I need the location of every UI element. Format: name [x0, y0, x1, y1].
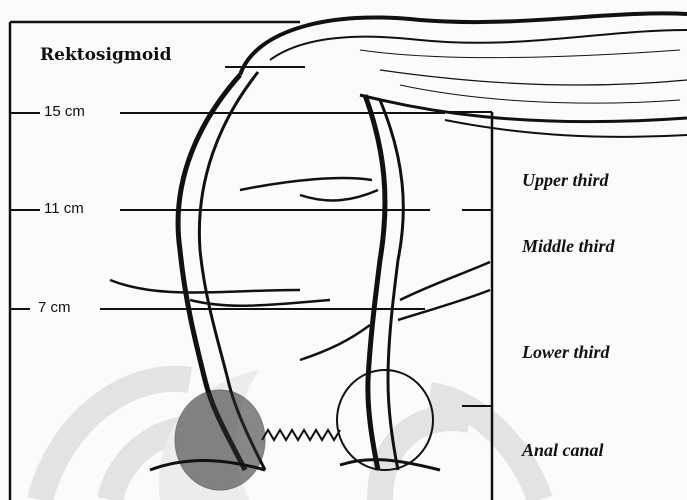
rectum-right-wall-outer: [365, 95, 385, 470]
region-label-middle-third: Middle third: [522, 236, 615, 257]
distance-label-11cm: 11 cm: [44, 200, 84, 217]
sigmoid-colon: [240, 13, 687, 136]
region-label-upper-third: Upper third: [522, 170, 609, 191]
rectal-valves: [110, 178, 490, 360]
region-label-lower-third: Lower third: [522, 342, 610, 363]
distance-label-15cm: 15 cm: [44, 103, 85, 120]
watermark-emblem: [40, 379, 540, 500]
distance-label-7cm: 7 cm: [38, 299, 71, 316]
rektosigmoid-label: Rektosigmoid: [40, 45, 172, 65]
region-label-anal-canal: Anal canal: [522, 440, 604, 461]
